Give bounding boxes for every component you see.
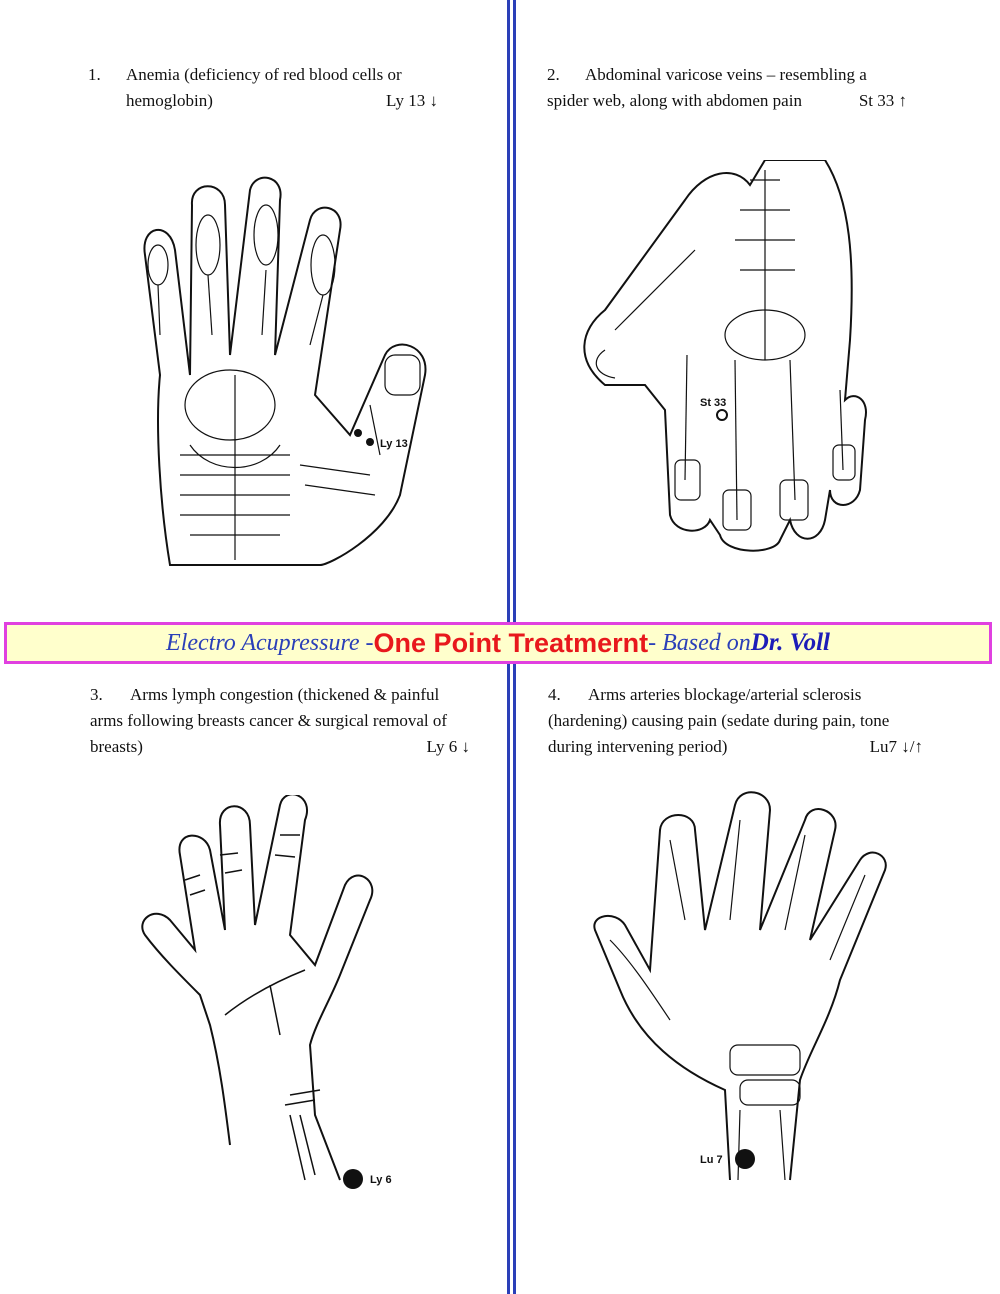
item-1-point: Ly 13 ↓ <box>386 91 438 110</box>
banner-part-2: One Point Treatmernt <box>373 627 649 658</box>
svg-text:Ly 6: Ly 6 <box>370 1174 392 1186</box>
page-title-banner: Electro Acupressure - One Point Treatmer… <box>4 622 992 664</box>
hand-bones-illustration-4: Lu 7 <box>593 791 887 1181</box>
svg-text:St 33: St 33 <box>700 397 726 409</box>
item-1-caption: 1.Anemia (deficiency of red blood cells … <box>88 62 438 114</box>
item-4-point: Lu7 ↓/↑ <box>869 737 923 756</box>
hand-outline-illustration-3: Ly 6 <box>141 795 392 1189</box>
item-3-point: Ly 6 ↓ <box>426 737 470 756</box>
banner-part-4: Dr. Voll <box>750 629 830 656</box>
banner-part-1: Electro Acupressure - <box>166 629 374 656</box>
svg-text:Lu 7: Lu 7 <box>700 1154 723 1166</box>
hand-skeleton-illustration-2: St 33 <box>583 160 867 552</box>
banner-part-3: - Based on <box>648 629 751 656</box>
item-4-caption: 4.Arms arteries blockage/arterial sclero… <box>548 682 923 760</box>
item-2-caption: 2.Abdominal varicose veins – resembling … <box>547 62 907 114</box>
item-3-caption: 3.Arms lymph congestion (thickened & pai… <box>90 682 470 760</box>
item-2-point: St 33 ↑ <box>858 91 907 110</box>
svg-text:Ly 13: Ly 13 <box>380 438 408 450</box>
hand-skeleton-illustration-1: Ly 13 <box>143 176 427 566</box>
